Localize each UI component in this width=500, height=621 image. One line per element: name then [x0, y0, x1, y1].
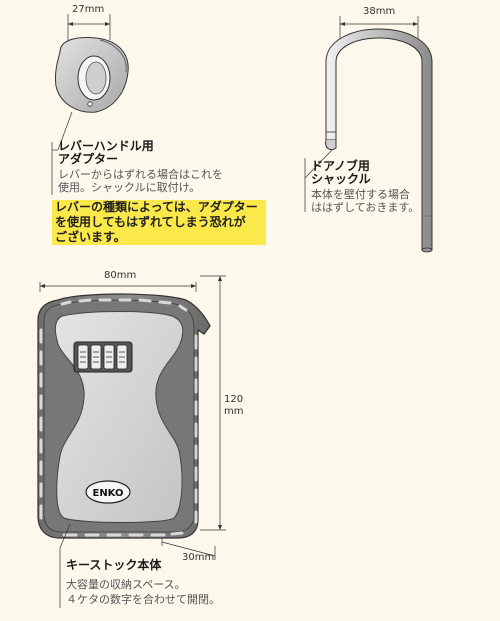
shackle-illustration: [304, 16, 433, 253]
adapter-desc-line-2: 使用。シャックルに取付け。: [58, 181, 201, 194]
warning-line-2: を使用してもはずれてしまう恐れが: [55, 215, 246, 229]
warning-line-3: ございます。: [55, 230, 126, 244]
body-desc-line-2: ４ケタの数字を合わせて開閉。: [66, 593, 220, 606]
adapter-leader-line: [57, 111, 73, 151]
adapter-dim-arrow-left: [68, 22, 73, 26]
shackle-leader-line: [304, 149, 333, 179]
body-leader-line: [59, 523, 71, 549]
enko-logo-oval: [85, 480, 131, 504]
shackle-dimension-label: 38mm: [363, 6, 396, 17]
adapter-desc-line-1: レバーからはずれる場合はこれを: [58, 168, 223, 181]
body-title: キーストック本体: [66, 558, 162, 572]
keystock-illustration: ENKO: [37, 275, 226, 608]
adapter-illustration: [51, 14, 129, 195]
body-width-label: 80mm: [104, 270, 137, 281]
adapter-dimension-label: 27mm: [72, 4, 105, 15]
body-depth-label: 30mm: [182, 552, 215, 563]
shackle-desc-line-1: 本体を壁付する場合: [311, 188, 410, 201]
shackle-title-line-2: シャックル: [311, 172, 371, 186]
warning-line-1: レバーの種類によっては、アダプター: [55, 200, 258, 214]
body-height-label-1: 120: [224, 394, 244, 405]
adapter-title-line-2: アダプター: [58, 152, 119, 166]
body-depth-dim-line: [161, 541, 216, 557]
combination-dials: [77, 344, 128, 370]
body-ribs: [39, 298, 198, 537]
shackle-title-line-1: ドアノブ用: [311, 159, 370, 173]
shackle-body: [325, 28, 433, 251]
shackle-desc-line-2: ははずしておきます。: [311, 201, 420, 214]
enko-logo-text: ENKO: [92, 488, 123, 499]
adapter-screw: [87, 101, 93, 107]
adapter-title-line-1: レバーハンドル用: [58, 139, 154, 153]
body-desc-line-1: 大容量の収納スペース。: [66, 578, 186, 591]
adapter-dim-arrow-right: [105, 22, 110, 26]
warning-note: レバーの種類によっては、アダプター を使用してもはずれてしまう恐れが ございます…: [52, 200, 266, 245]
body-height-label-2: mm: [224, 406, 244, 417]
